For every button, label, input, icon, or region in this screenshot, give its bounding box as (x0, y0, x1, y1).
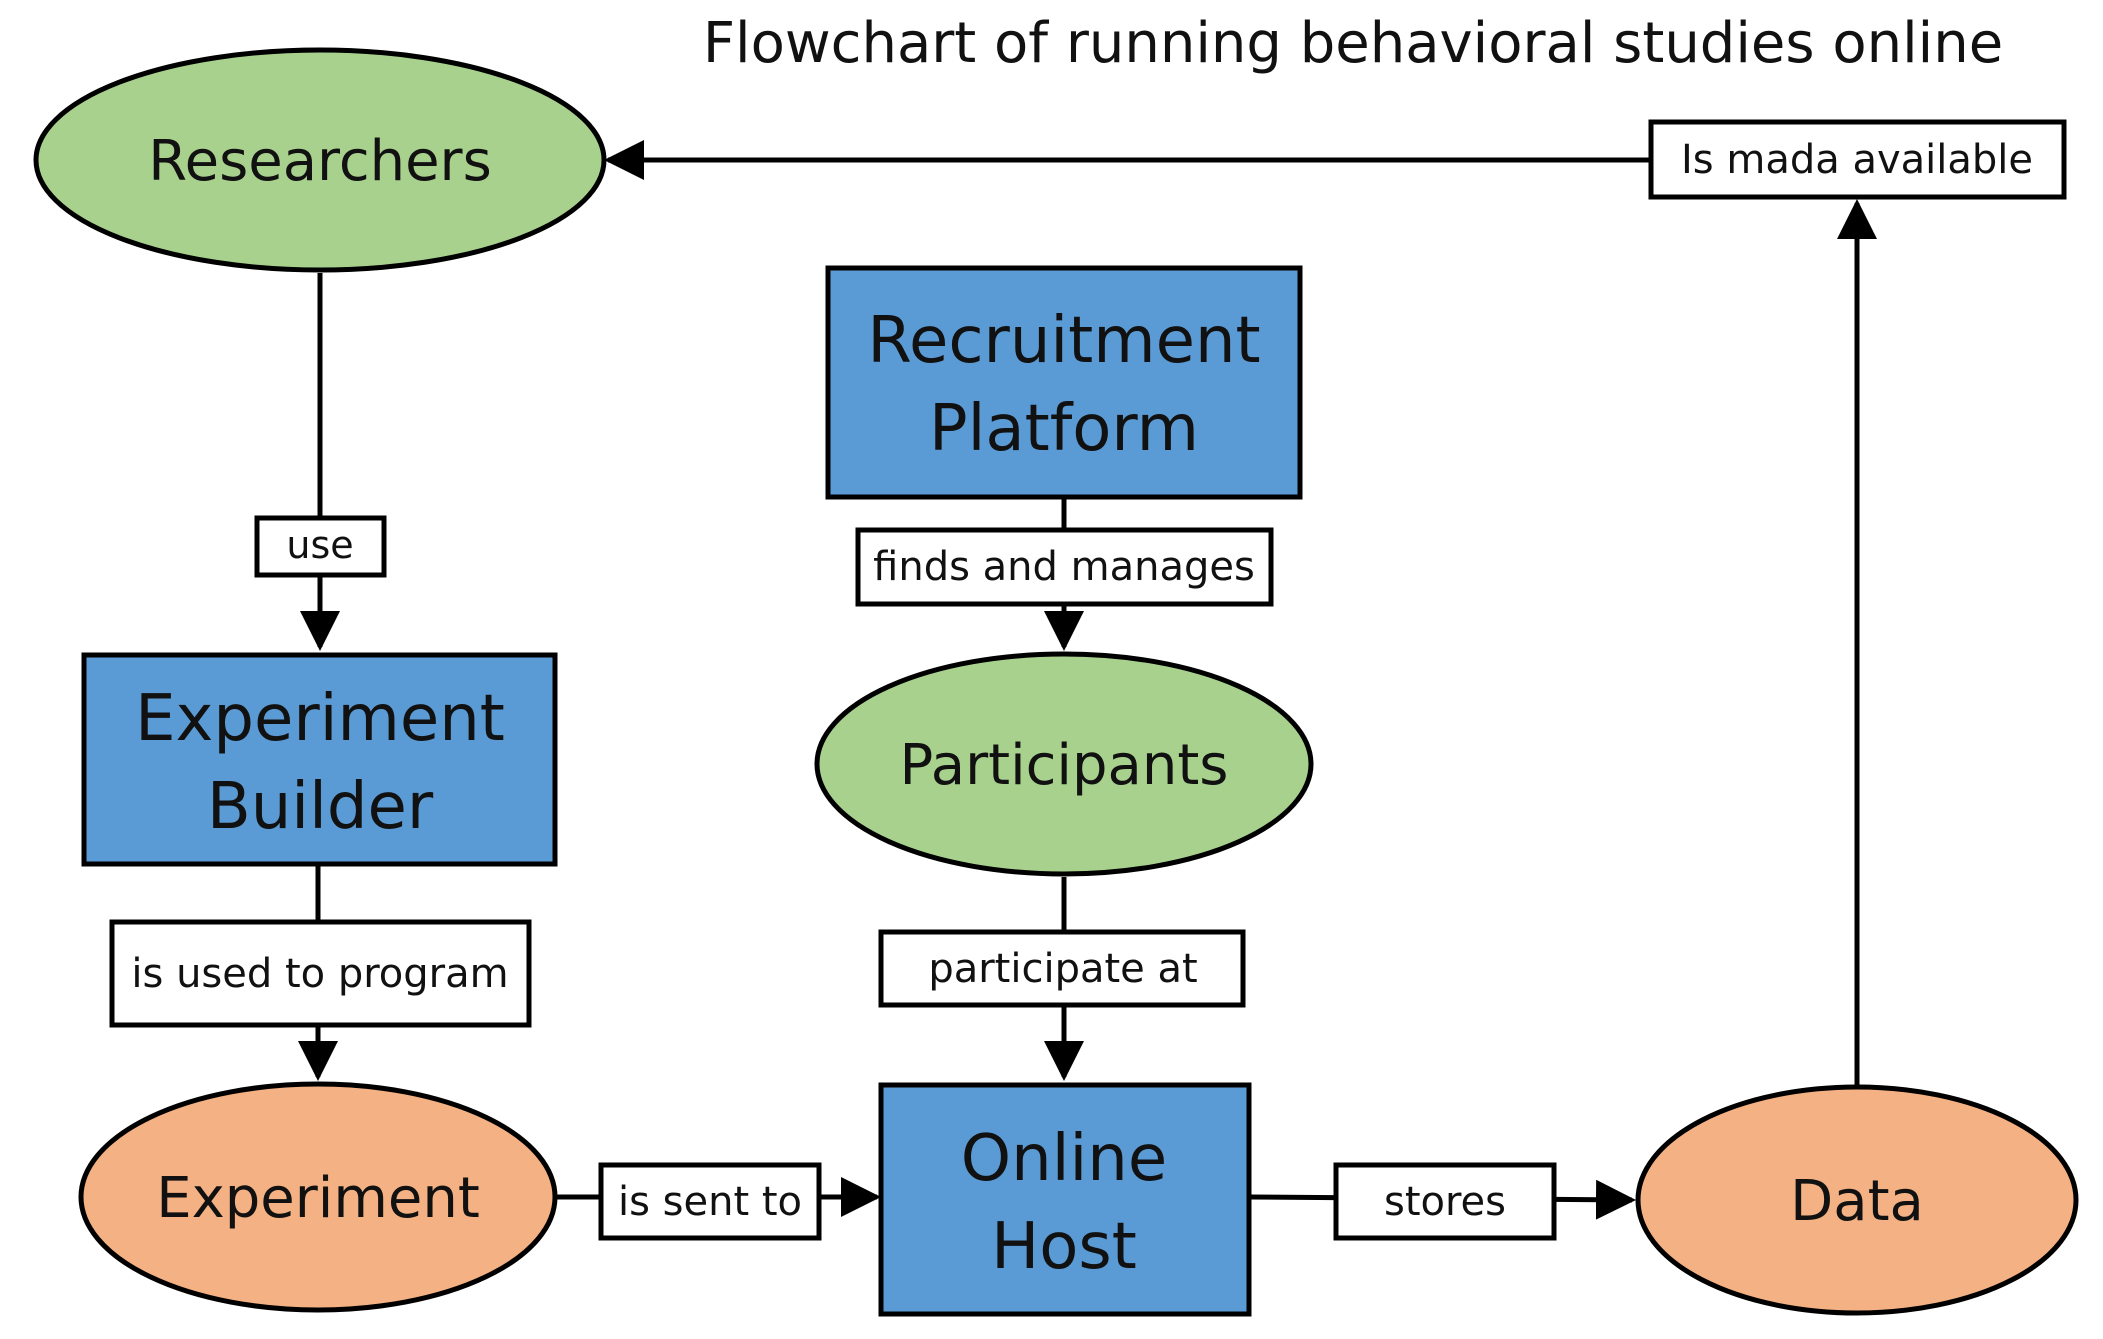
diagram-title: Flowchart of running behavioral studies … (703, 11, 2003, 76)
edge-label-finds-and-manages: finds and manages (855, 527, 1274, 607)
is-made-available-box (1648, 119, 2067, 200)
online-host-label-line2: Host (991, 1210, 1137, 1284)
stores-box (1333, 1162, 1557, 1241)
is-sent-to-text: is sent to (618, 1179, 802, 1225)
recruitment-platform-box (825, 265, 1303, 500)
node-participants: Participants (814, 651, 1314, 877)
recruitment-platform-label-line1: Recruitment (867, 304, 1260, 378)
node-online-host: Online Host (878, 1082, 1252, 1317)
node-data: Data (1635, 1084, 2079, 1316)
data-ellipse (1635, 1084, 2079, 1316)
experiment-builder-label-line2: Builder (207, 770, 434, 844)
online-host-box (878, 1082, 1252, 1317)
experiment-builder-label-line1: Experiment (135, 682, 505, 756)
node-experiment-builder: Experiment Builder (81, 652, 558, 867)
data-label: Data (1790, 1169, 1924, 1234)
edge-label-participate-at: participate at (878, 929, 1246, 1008)
node-researchers: Researchers (33, 47, 607, 273)
node-recruitment-platform: Recruitment Platform (825, 265, 1303, 500)
edge-label-is-made-available: Is mada available (1648, 119, 2067, 200)
stores-text: stores (1384, 1179, 1506, 1225)
finds-and-manages-box (855, 527, 1274, 607)
use-label-text: use (286, 523, 353, 567)
edge-label-is-sent-to: is sent to (598, 1162, 822, 1241)
is-used-to-program-box (109, 919, 532, 1028)
experiment-ellipse (78, 1081, 558, 1313)
edge-label-stores: stores (1333, 1162, 1557, 1241)
is-used-to-program-text: is used to program (131, 951, 508, 997)
participate-at-box (878, 929, 1246, 1008)
finds-and-manages-text: finds and manages (873, 544, 1255, 590)
edge-labels: use is used to program finds and manages… (109, 119, 2067, 1241)
node-experiment: Experiment (78, 1081, 558, 1313)
is-sent-to-box (598, 1162, 822, 1241)
edge-label-use: use (254, 515, 387, 578)
nodes: Researchers Recruitment Platform Experim… (33, 47, 2079, 1317)
researchers-label: Researchers (148, 129, 492, 194)
participants-label: Participants (900, 733, 1229, 798)
experiment-builder-box (81, 652, 558, 867)
participate-at-text: participate at (928, 946, 1197, 992)
researchers-ellipse (33, 47, 607, 273)
use-label-box (254, 515, 387, 578)
participants-ellipse (814, 651, 1314, 877)
experiment-label: Experiment (156, 1166, 480, 1231)
recruitment-platform-label-line2: Platform (929, 392, 1199, 466)
is-made-available-text: Is mada available (1681, 137, 2033, 183)
online-host-label-line1: Online (961, 1122, 1167, 1196)
edge-label-is-used-to-program: is used to program (109, 919, 532, 1028)
